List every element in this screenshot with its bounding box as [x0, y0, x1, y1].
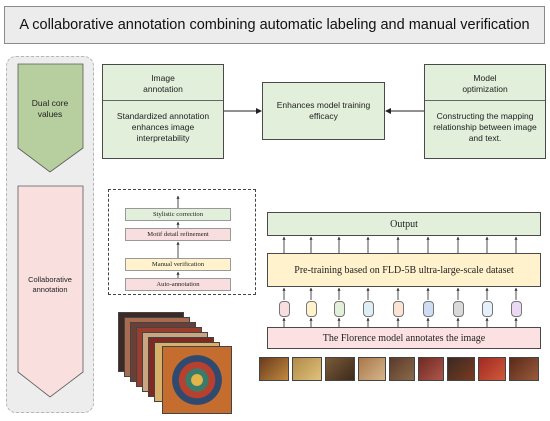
- token: [363, 301, 374, 317]
- divider: [103, 100, 223, 101]
- step-stylistic-correction: Stylistic correction: [125, 208, 231, 221]
- model-optimization-box: Model optimization Constructing the mapp…: [424, 64, 546, 159]
- image-annotation-box: Image annotation Standardized annotation…: [102, 64, 224, 159]
- model-optimization-body: Constructing the mapping relationship be…: [433, 111, 537, 143]
- training-efficacy-box: Enhances model training efficacy: [262, 82, 385, 140]
- florence-annotate-box: The Florence model annotates the image: [267, 327, 541, 349]
- token: [511, 301, 522, 317]
- image-annotation-header: Image annotation: [143, 73, 183, 94]
- step-auto-annotation: Auto-annotation: [125, 278, 231, 291]
- thumbnail: [358, 357, 386, 381]
- image-annotation-body: Standardized annotation enhances image i…: [116, 111, 210, 143]
- token: [393, 301, 404, 317]
- thangka-photo-stack: [118, 312, 258, 417]
- collaborative-chevron: [17, 185, 84, 398]
- token: [453, 301, 464, 317]
- step-motif-refinement: Motif detail refinement: [125, 228, 231, 241]
- thumbnail: [447, 357, 475, 381]
- thumbnail: [259, 357, 289, 381]
- token: [482, 301, 493, 317]
- token: [423, 301, 434, 317]
- dual-core-chevron: [17, 63, 84, 173]
- annotation-steps-box: [108, 189, 256, 295]
- thumbnail: [509, 357, 539, 381]
- dual-core-label: Dual core values: [31, 98, 69, 119]
- diagram-title: A collaborative annotation combining aut…: [4, 6, 545, 44]
- photo-mandala: [162, 346, 232, 414]
- divider: [425, 100, 545, 101]
- pretraining-box: Pre-training based on FLD-5B ultra-large…: [267, 253, 541, 287]
- output-box: Output: [267, 212, 541, 236]
- model-optimization-header: Model optimization: [462, 73, 508, 94]
- step-manual-verification: Manual verification: [125, 258, 231, 271]
- token: [279, 301, 290, 317]
- collaborative-label: Collaborative annotation: [28, 275, 72, 294]
- thumbnail: [478, 357, 506, 381]
- thumbnail: [292, 357, 322, 381]
- thumbnail: [418, 357, 444, 381]
- thumbnail: [389, 357, 415, 381]
- token: [334, 301, 345, 317]
- thumbnail: [325, 357, 355, 381]
- token: [306, 301, 317, 317]
